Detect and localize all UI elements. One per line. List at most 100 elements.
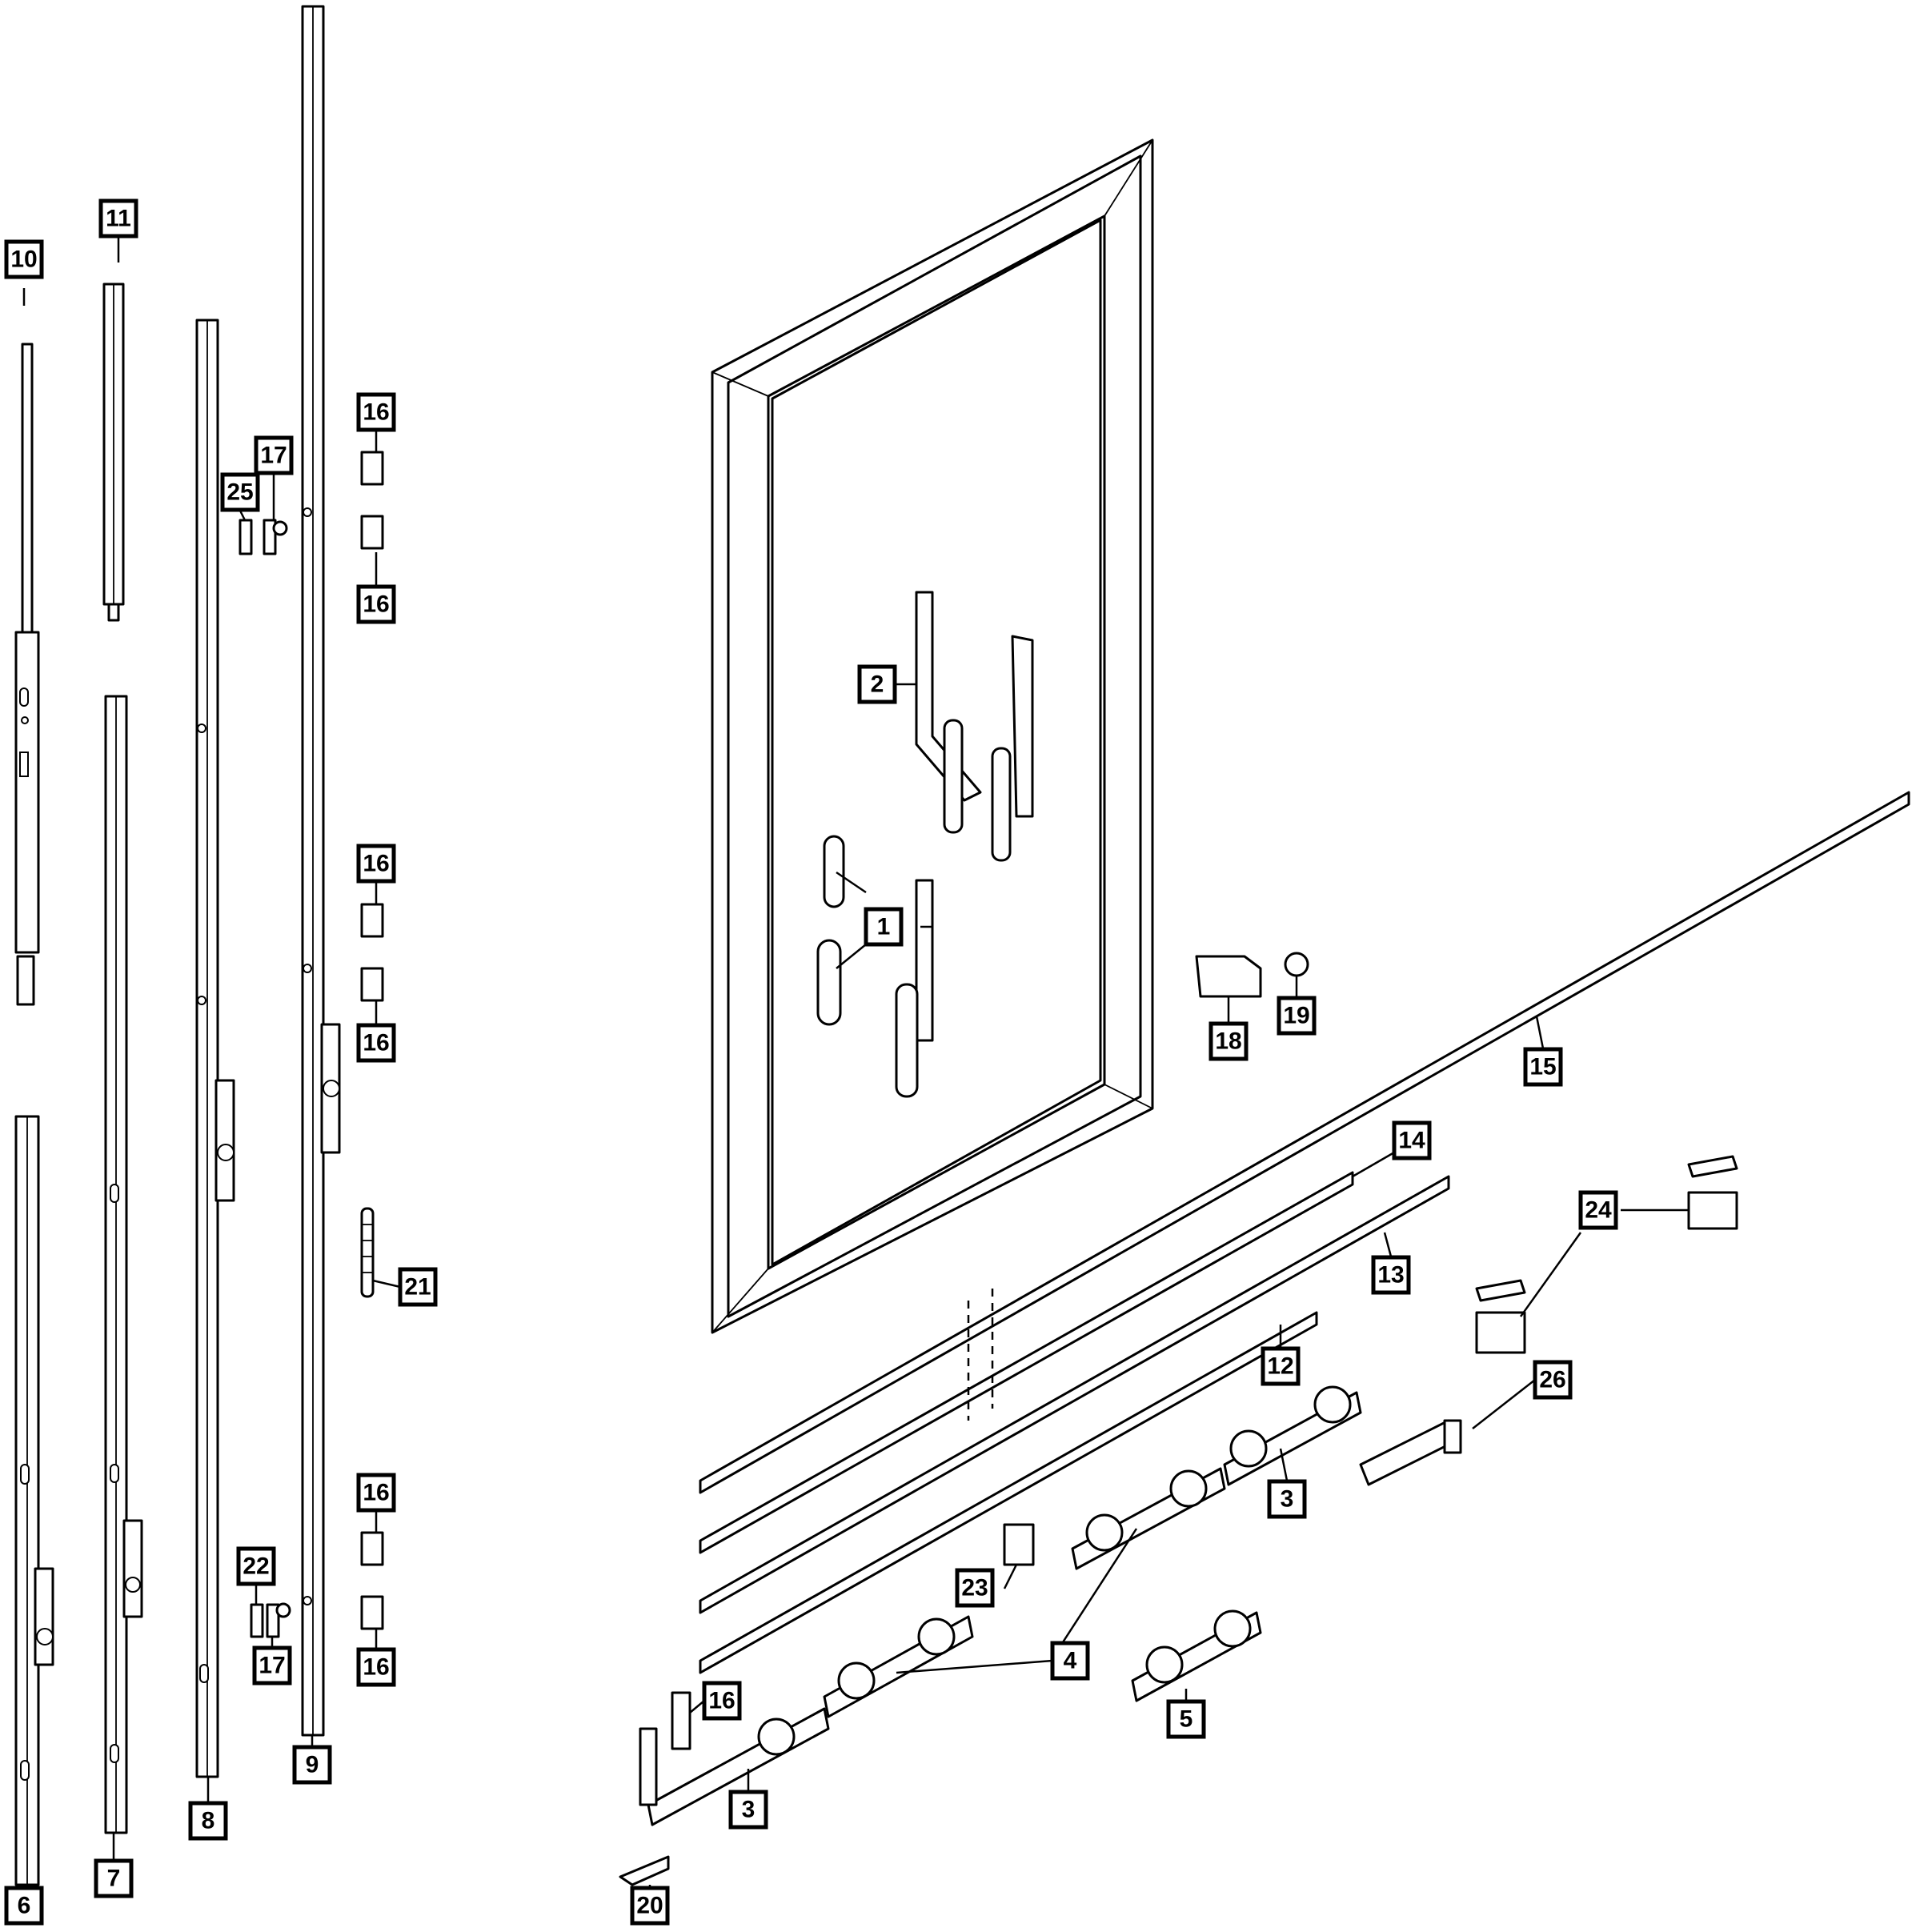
svg-text:11: 11: [106, 206, 131, 232]
handle-set-1: [816, 835, 934, 1098]
profile-6: [14, 1115, 54, 1886]
svg-text:21: 21: [404, 1274, 431, 1301]
svg-text:16: 16: [363, 851, 389, 877]
callout-14: 14: [1392, 1120, 1432, 1160]
callout-7: 7: [94, 1858, 134, 1898]
callout-26: 26: [1533, 1360, 1573, 1400]
callout-25: 25: [220, 472, 260, 512]
svg-text:2: 2: [871, 671, 884, 698]
connector-16-f: [360, 1595, 384, 1630]
connector-16-e: [360, 1531, 384, 1566]
rail-15: [699, 791, 1910, 1494]
connector-16-a: [360, 451, 384, 486]
rail-13: [699, 1175, 1450, 1614]
svg-text:16: 16: [363, 399, 389, 426]
part-17-top: [263, 519, 288, 555]
callout-16-f: 16: [356, 1647, 396, 1687]
svg-text:12: 12: [1267, 1353, 1293, 1380]
callout-5: 5: [1166, 1699, 1206, 1739]
svg-text:16: 16: [363, 1654, 389, 1681]
svg-text:16: 16: [363, 1030, 389, 1056]
svg-text:15: 15: [1529, 1054, 1556, 1080]
leader-lines: [22, 237, 1689, 1919]
callout-12: 12: [1261, 1346, 1301, 1386]
end-piece: [639, 1727, 658, 1806]
handle-set-2: [915, 591, 1034, 862]
svg-text:5: 5: [1180, 1706, 1193, 1733]
svg-text:9: 9: [306, 1752, 319, 1778]
carriage-5: [1131, 1609, 1262, 1702]
connector-16-b: [360, 515, 384, 550]
svg-text:6: 6: [18, 1893, 31, 1919]
cap-18: [1195, 955, 1262, 998]
callout-3-upper: 3: [1267, 1479, 1307, 1519]
callout-1: 1: [864, 907, 904, 947]
callout-15: 15: [1523, 1047, 1563, 1087]
bracket-16-lower: [671, 1691, 691, 1750]
profile-8: [195, 319, 235, 1778]
svg-text:3: 3: [1281, 1486, 1294, 1513]
carriage-3-lower: [647, 1707, 830, 1826]
spring-21: [360, 1207, 375, 1298]
svg-text:18: 18: [1215, 1028, 1241, 1055]
svg-text:22: 22: [243, 1553, 269, 1580]
clip-20: [619, 1855, 670, 1886]
callout-17-b: 17: [252, 1645, 292, 1685]
svg-text:7: 7: [107, 1866, 121, 1892]
callout-21: 21: [398, 1267, 438, 1307]
callout-16-a: 16: [356, 392, 396, 432]
callout-4: 4: [1050, 1641, 1090, 1681]
carriage-3-upper: [1223, 1385, 1362, 1486]
rail-12: [699, 1311, 1318, 1674]
svg-text:17: 17: [260, 443, 287, 469]
carriage-4-upper: [1071, 1467, 1226, 1570]
profile-7: [104, 695, 143, 1834]
svg-text:14: 14: [1398, 1128, 1425, 1154]
guide-24-top: [1687, 1155, 1738, 1230]
callout-16-c: 16: [356, 844, 396, 884]
profile-10: [14, 343, 40, 1006]
part-22: [250, 1603, 264, 1638]
callout-18: 18: [1209, 1021, 1249, 1061]
callout-23: 23: [955, 1568, 995, 1608]
svg-text:3: 3: [742, 1797, 756, 1823]
callout-20: 20: [630, 1886, 670, 1926]
callout-19: 19: [1277, 996, 1317, 1036]
callout-10: 10: [4, 239, 44, 279]
part-25-plate: [238, 519, 253, 555]
callout-3-lower: 3: [728, 1790, 768, 1830]
svg-text:24: 24: [1585, 1197, 1612, 1224]
callout-16-b: 16: [356, 584, 396, 624]
svg-text:8: 8: [202, 1808, 215, 1834]
callout-24: 24: [1578, 1190, 1618, 1230]
svg-text:17: 17: [259, 1653, 285, 1679]
cap-19: [1284, 952, 1309, 977]
svg-text:10: 10: [10, 247, 37, 273]
svg-text:23: 23: [961, 1575, 988, 1601]
connector-16-c: [360, 903, 384, 938]
callout-9: 9: [292, 1745, 332, 1785]
callout-22: 22: [236, 1546, 276, 1586]
profile-9: [301, 5, 341, 1737]
callout-8: 8: [188, 1801, 228, 1841]
svg-text:19: 19: [1283, 1003, 1309, 1029]
svg-text:1: 1: [877, 914, 891, 940]
svg-text:26: 26: [1539, 1367, 1565, 1393]
callout-16-e: 16: [356, 1473, 396, 1513]
callout-16-d: 16: [356, 1023, 396, 1063]
svg-text:16: 16: [363, 1480, 389, 1506]
svg-text:20: 20: [636, 1893, 663, 1919]
svg-text:16: 16: [363, 591, 389, 618]
callout-16-g: 16: [702, 1681, 742, 1721]
svg-text:16: 16: [708, 1688, 735, 1714]
part-17-bottom: [266, 1602, 291, 1638]
svg-text:13: 13: [1377, 1262, 1404, 1289]
bracket-23: [1003, 1523, 1035, 1566]
callout-2: 2: [857, 664, 897, 704]
svg-text:25: 25: [226, 479, 253, 506]
callout-17-a: 17: [254, 435, 294, 475]
callout-13: 13: [1371, 1255, 1411, 1295]
svg-text:4: 4: [1064, 1648, 1077, 1674]
callout-11: 11: [98, 198, 138, 238]
